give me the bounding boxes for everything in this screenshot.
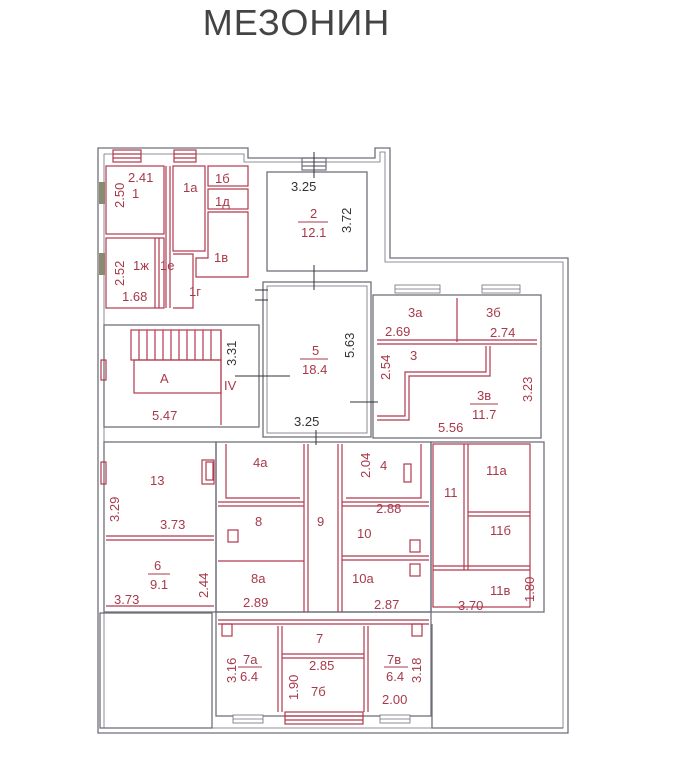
- room-3v-label: 3в: [477, 388, 491, 403]
- dim-4-height: 2.04: [358, 453, 373, 478]
- room-6-label: 6: [154, 558, 161, 573]
- room-5-label: 5: [312, 343, 319, 358]
- dim-7b-width: 2.85: [309, 658, 334, 673]
- room-1a-label: 1а: [183, 180, 198, 195]
- left-window-hatches: [99, 182, 105, 275]
- dim-1zh-height: 2.52: [112, 261, 127, 286]
- dim-A-width: 5.47: [152, 408, 177, 423]
- dim-10-width: 2.88: [376, 501, 401, 516]
- dim-2-width: 3.25: [291, 179, 316, 194]
- room-1d-label: 1д: [215, 194, 230, 209]
- dim-7a-height: 3.16: [224, 658, 239, 683]
- dim-11v-height: 1.80: [522, 577, 537, 602]
- dim-13-height: 3.29: [107, 497, 122, 522]
- inner-walls: [100, 149, 537, 725]
- dim-13-width: 3.73: [160, 517, 185, 532]
- dim-3a-width: 2.69: [385, 324, 410, 339]
- room-3v-area: 11.7: [472, 407, 496, 422]
- dim-3v-width: 5.56: [438, 420, 463, 435]
- room-1v-label: 1в: [214, 250, 228, 265]
- dim-3b-width: 2.74: [490, 325, 515, 340]
- windows: [232, 284, 521, 724]
- room-4a-label: 4а: [253, 455, 268, 470]
- room-9-label: 9: [317, 514, 324, 529]
- room-1e-label: 1е: [160, 258, 174, 273]
- room-4-label: 4: [380, 458, 387, 473]
- dim-8a-width: 2.89: [243, 595, 268, 610]
- dim-11v-width: 3.70: [458, 598, 483, 613]
- dim-6-width: 3.73: [114, 592, 139, 607]
- room-1-label: 1: [132, 186, 139, 201]
- room-1zh-label: 1ж: [133, 258, 149, 273]
- dim-7b-height: 1.90: [286, 675, 301, 700]
- room-13-label: 13: [150, 473, 164, 488]
- dim-1zh-width: 1.68: [122, 289, 147, 304]
- room-7a-area: 6.4: [240, 669, 258, 684]
- room-2-label: 2: [310, 206, 317, 221]
- dim-5-height: 5.63: [342, 333, 357, 358]
- dim-1-width: 2.41: [128, 170, 153, 185]
- dim-10a-width: 2.87: [374, 597, 399, 612]
- room-A-label: А: [160, 371, 169, 386]
- dim-7v-width: 2.00: [382, 692, 407, 707]
- room-7v-area: 6.4: [386, 669, 404, 684]
- room-11v-label: 11в: [490, 583, 510, 598]
- room-8a-label: 8а: [251, 571, 266, 586]
- room-1g-label: 1г: [189, 284, 201, 299]
- room-11b-label: 11б: [490, 523, 511, 538]
- room-7v-label: 7в: [387, 652, 401, 667]
- room-2-area: 12.1: [301, 225, 326, 240]
- room-8-label: 8: [255, 514, 262, 529]
- dim-6-height: 2.44: [196, 573, 211, 598]
- dim-3-height: 2.54: [378, 355, 393, 380]
- room-5-area: 18.4: [302, 362, 327, 377]
- room-labels: 2.41 1 2.50 1а 1б 1д 1в 1г 1ж 1е 2.52 1.…: [107, 170, 537, 707]
- dim-IV-height: 3.31: [224, 341, 239, 366]
- room-3-label: 3: [410, 348, 417, 363]
- room-11a-label: 11а: [486, 463, 507, 478]
- room-10a-label: 10а: [352, 571, 374, 586]
- room-11-label: 11: [444, 485, 458, 500]
- room-7b-label: 7б: [311, 684, 326, 699]
- room-7-label: 7: [316, 631, 323, 646]
- dim-7v-height: 3.18: [409, 658, 424, 683]
- plan-title: МЕЗОНИН: [202, 2, 391, 43]
- dim-5-width: 3.25: [294, 414, 319, 429]
- room-7a-label: 7а: [243, 652, 258, 667]
- room-10-label: 10: [357, 526, 371, 541]
- room-6-area: 9.1: [150, 577, 168, 592]
- dim-1-height: 2.50: [112, 183, 127, 208]
- room-3b-label: 3б: [486, 305, 501, 320]
- dim-2-height: 3.72: [339, 208, 354, 233]
- outer-walls: [97, 147, 569, 734]
- door-marks: [235, 152, 378, 445]
- room-IV-label: IV: [224, 378, 237, 393]
- room-1b-label: 1б: [215, 171, 230, 186]
- dim-3v-height: 3.23: [520, 377, 535, 402]
- room-3a-label: 3а: [408, 305, 423, 320]
